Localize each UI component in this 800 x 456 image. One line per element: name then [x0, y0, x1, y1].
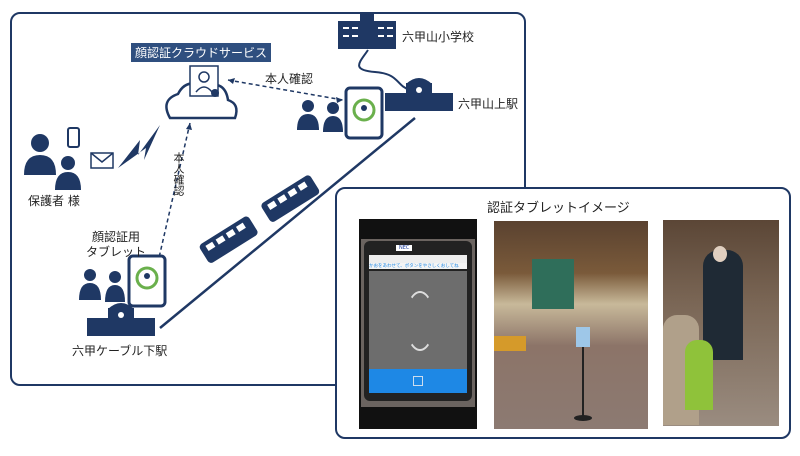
school-icon	[338, 14, 396, 49]
upper-station-icon	[385, 78, 453, 111]
guardian-label: 保護者 様	[28, 194, 80, 208]
tablet-label-2: タブレット	[86, 245, 147, 259]
tablet-label-1: 顔認証用	[92, 230, 141, 244]
lower-station-label: 六甲ケーブル下駅	[72, 344, 168, 358]
route-line	[358, 49, 411, 91]
camera-icon	[413, 376, 423, 386]
lower-station-icon	[87, 303, 155, 336]
cloud-service-label: 顔認証クラウドサービス	[131, 43, 272, 62]
cable-rail-line	[159, 117, 416, 329]
face-auth-icon	[189, 65, 219, 97]
verify-label-vertical: 本人確認	[172, 152, 185, 196]
mail-icon	[90, 152, 114, 169]
children-icon-upper	[297, 100, 343, 132]
upper-station-label: 六甲山上駅	[458, 97, 519, 111]
guardian-icon	[24, 127, 81, 190]
children-icon-lower	[79, 269, 125, 302]
cable-car-station-photo	[494, 221, 648, 429]
lower-tablet-icon	[127, 254, 167, 308]
tablet-brand-label: NEC	[396, 245, 413, 251]
tablet-prompt: かおをあわせて、ボタンをやさしくおしてね	[369, 263, 467, 269]
tablet-images-title: 認証タブレットイメージ	[487, 201, 630, 216]
verify-arrow-vertical	[157, 122, 191, 263]
verify-arrow-horizontal	[227, 79, 344, 101]
upper-tablet-icon	[344, 86, 384, 140]
verify-label-horizontal: 本人確認	[265, 72, 314, 86]
tablet-closeup-photo: NEC かおをあわせて、ボタンをやさしくおしてね	[359, 219, 477, 429]
cable-car-icon	[199, 175, 320, 263]
station-staff-photo	[663, 220, 779, 426]
lightning-icon	[118, 125, 160, 168]
tablet-image-panel: 認証タブレットイメージ NEC かおをあわせて、ボタンをやさしくおしてね	[335, 187, 791, 439]
school-label: 六甲山小学校	[402, 30, 475, 44]
